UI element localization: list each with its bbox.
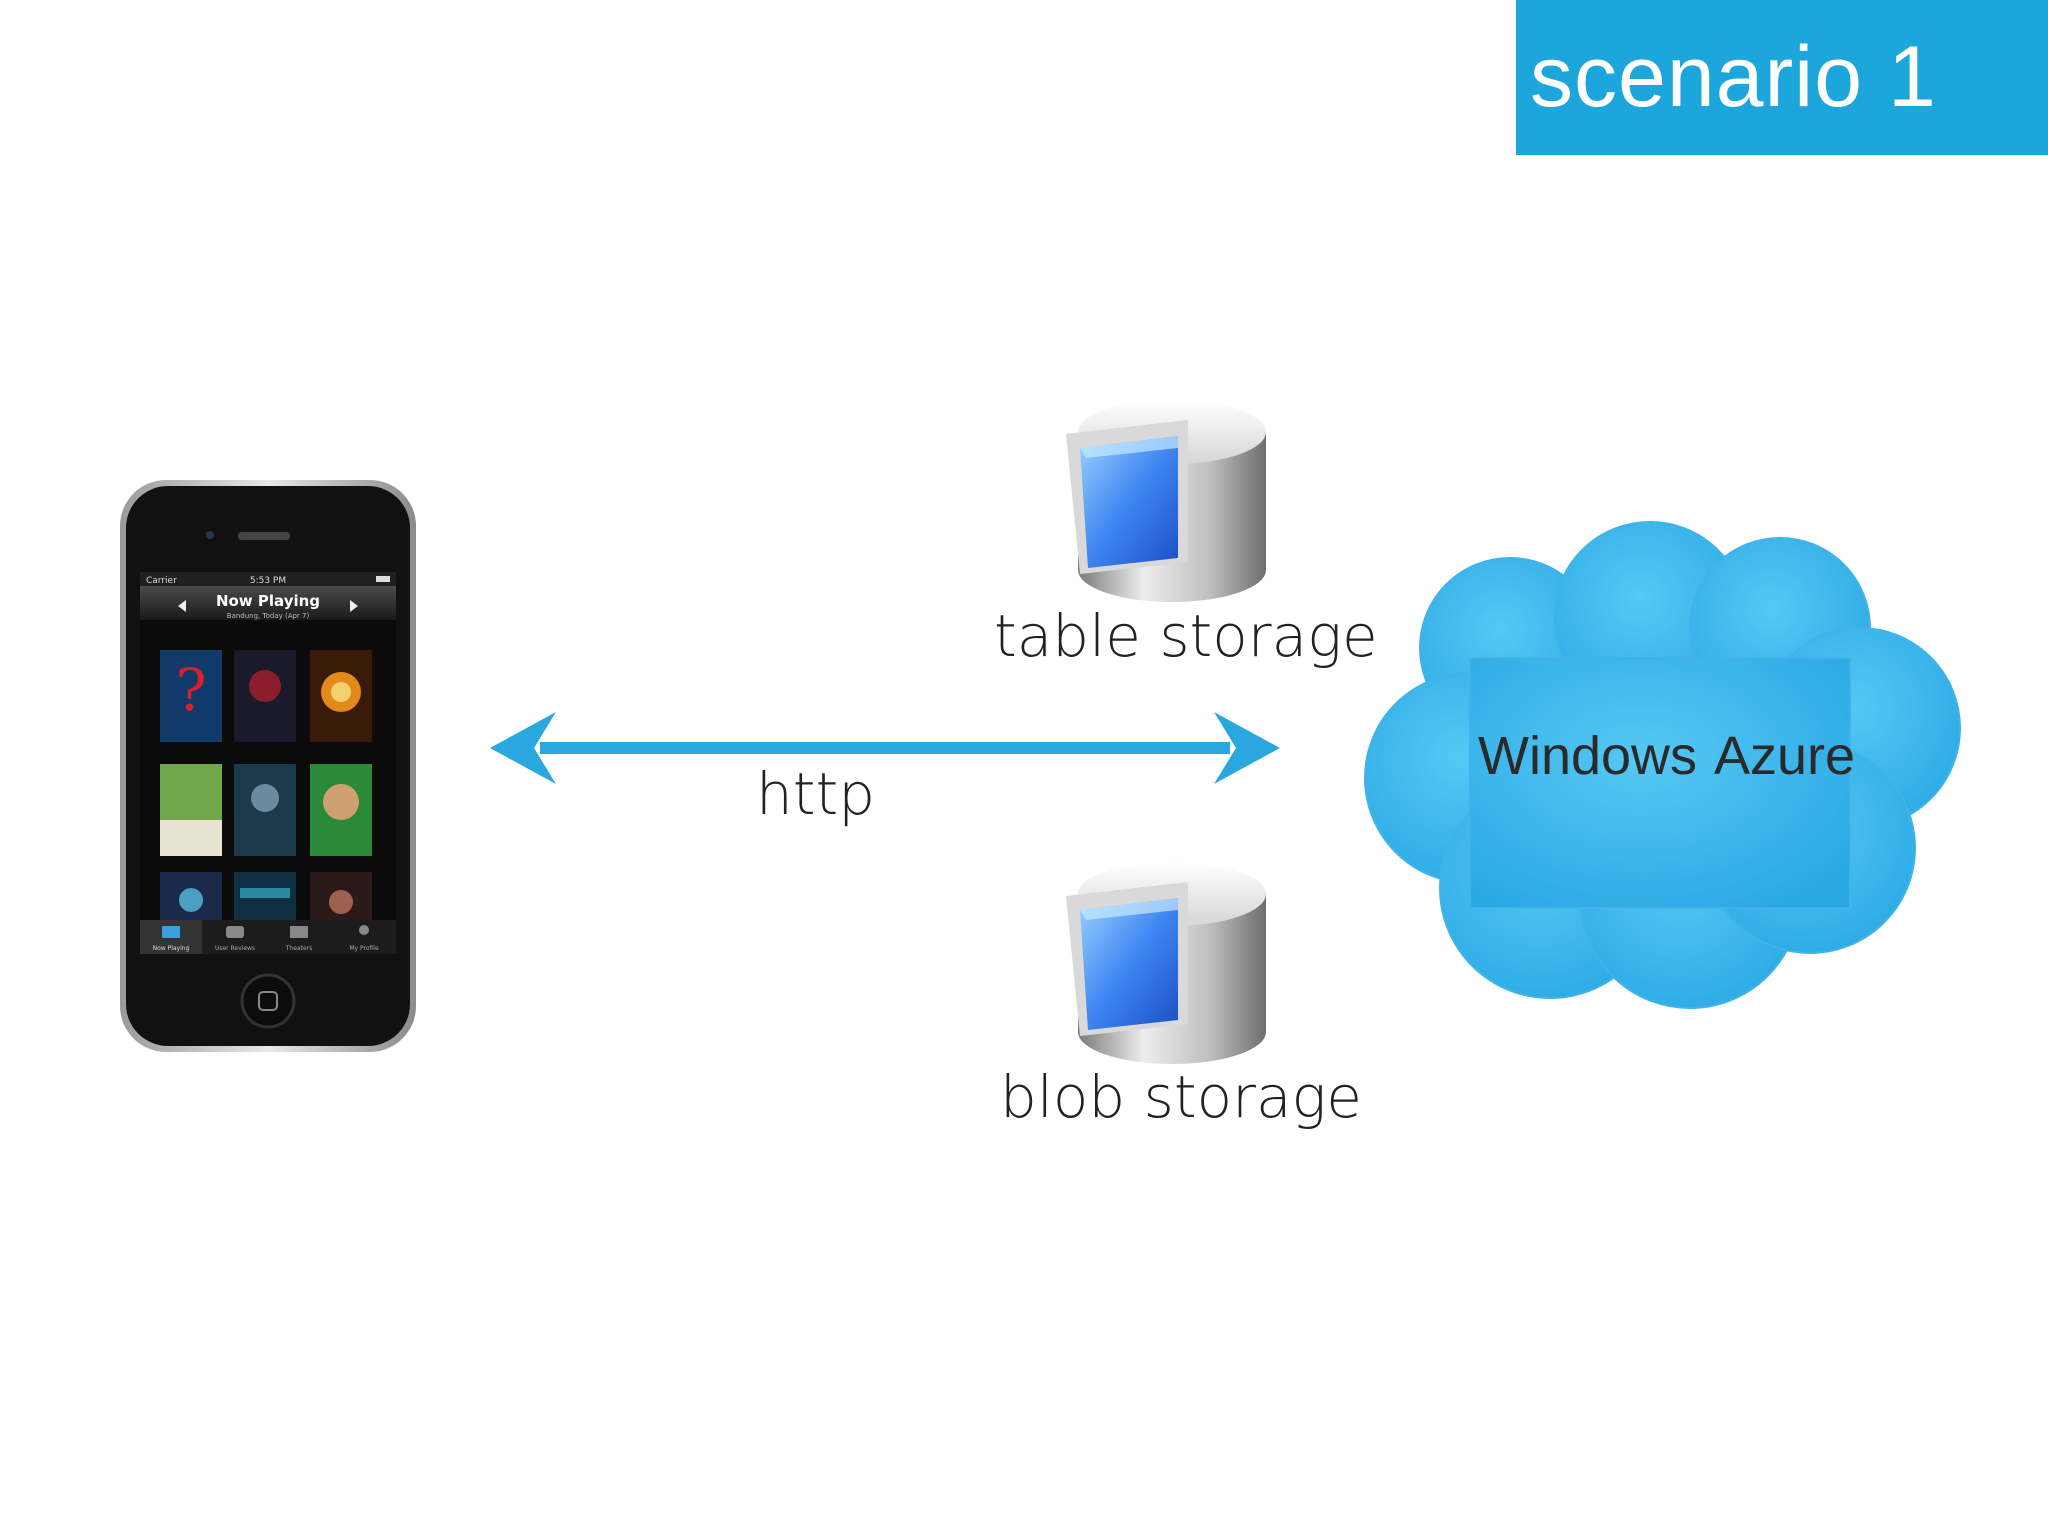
phone-nav-subtitle: Bandung, Today (Apr 7) — [227, 612, 310, 620]
tab-label: Theaters — [285, 945, 312, 952]
tab-label: Now Playing — [153, 945, 190, 952]
tab-user-reviews-icon[interactable] — [226, 926, 244, 938]
windows-azure-cloud: Windows Azure — [1364, 521, 1961, 1009]
tab-theaters-icon[interactable] — [290, 926, 308, 938]
arrow-shaft — [540, 742, 1230, 754]
http-arrow — [490, 712, 1280, 784]
azure-brand-text: Windows — [1478, 726, 1697, 786]
tab-label: User Reviews — [215, 945, 255, 952]
phone-illustration: Carrier 5:53 PM Now Playing Bandung, Tod… — [120, 480, 416, 1052]
tab-profile-icon[interactable] — [359, 925, 369, 935]
nav-back-icon[interactable] — [178, 600, 186, 612]
battery-icon — [376, 576, 390, 582]
table-storage-icon — [1066, 400, 1266, 602]
phone-nav-title: Now Playing — [216, 592, 320, 610]
poster[interactable] — [160, 650, 222, 742]
table-storage-label: table storage — [994, 602, 1378, 670]
nav-forward-icon[interactable] — [350, 600, 358, 612]
blob-storage-label: blob storage — [1000, 1063, 1362, 1131]
poster-grid: ? — [160, 650, 372, 932]
arrow-head-left — [490, 712, 556, 784]
arrow-head-right — [1214, 712, 1280, 784]
phone-status-carrier: Carrier — [146, 576, 177, 586]
phone-status-time: 5:53 PM — [250, 576, 286, 586]
blob-storage-icon — [1066, 862, 1266, 1064]
azure-product-text: Azure — [1714, 726, 1855, 786]
scenario-title: scenario 1 — [1530, 29, 1937, 125]
scenario-badge: scenario 1 — [1516, 0, 2048, 155]
home-button[interactable] — [240, 973, 296, 1029]
tab-label: My Profile — [349, 945, 379, 952]
svg-text:?: ? — [175, 656, 206, 724]
tab-now-playing-icon[interactable] — [162, 926, 180, 938]
http-label: http — [756, 760, 876, 828]
